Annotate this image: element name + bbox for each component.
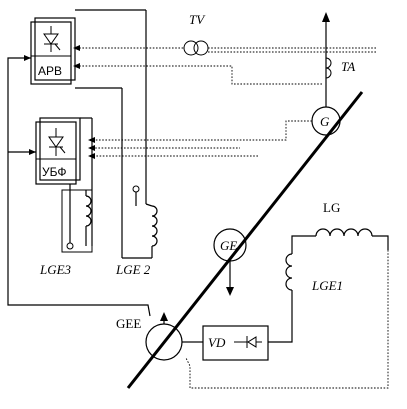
ta-signal-line (76, 65, 322, 85)
output-arrow (322, 12, 330, 22)
gee-label: GEE (116, 316, 141, 331)
ubf-thyristor-icon (48, 128, 66, 156)
lge3-label: LGE3 (39, 262, 72, 277)
diode-icon (234, 336, 262, 348)
lge2-label: LGE 2 (115, 262, 151, 277)
vd-rectifier-block: VD (196, 325, 269, 361)
g-signal-line-1 (92, 120, 312, 141)
arv-label: АРВ (38, 64, 62, 78)
tv-label: TV (189, 12, 206, 27)
ta-arrow (73, 63, 80, 69)
ubf-label: УБФ (42, 165, 67, 179)
dashed-return-loop (185, 250, 389, 389)
lge1-label: LGE1 (311, 278, 343, 293)
lge3-coil (66, 184, 92, 250)
lge2-coil (122, 185, 158, 259)
lg-label: LG (323, 200, 340, 215)
ta-coil-icon (325, 57, 332, 79)
tv-arrow (73, 45, 80, 51)
g-label: G (320, 114, 330, 129)
lge1-lg-loop (268, 228, 389, 343)
left-feedback-lines (7, 9, 151, 317)
ge-down-arrow (226, 287, 234, 296)
arv-block: АРВ (30, 17, 76, 85)
vd-label: VD (208, 335, 226, 350)
ge-label: GE (220, 238, 237, 253)
ta-label: TA (341, 59, 355, 74)
arv-to-lge2 (75, 87, 123, 258)
gee-up-arrow (160, 312, 168, 321)
tv-transformer-icon (183, 40, 209, 56)
ubf-block: УБФ (35, 117, 81, 185)
arv-thyristor-icon (43, 26, 61, 52)
